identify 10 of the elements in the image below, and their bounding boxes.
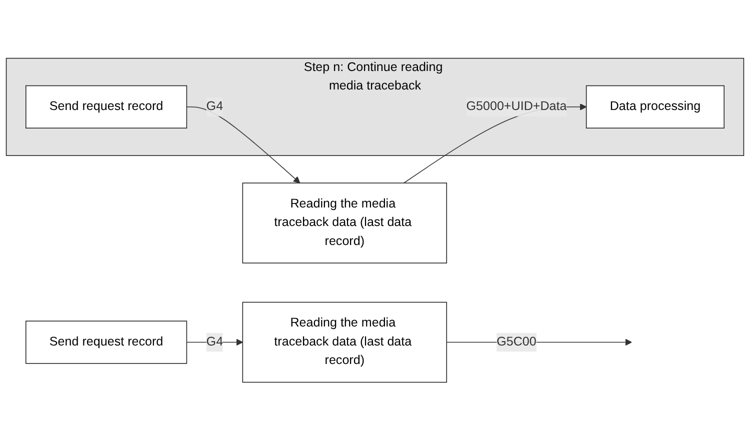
node-box: Send request record: [26, 86, 188, 129]
node-box: Send request record: [26, 320, 188, 364]
node-box: Reading the media traceback data (last data record): [242, 302, 448, 383]
node-box: Data processing: [586, 86, 724, 129]
edge-label: G4: [206, 100, 224, 114]
node-box: Reading the media traceback data (last data record): [242, 182, 448, 264]
edge-label: G5000+UID+Data: [466, 100, 567, 114]
arrow: [186, 106, 300, 184]
edge-label: G5C00: [496, 335, 536, 349]
edge-label: G4: [206, 335, 224, 349]
